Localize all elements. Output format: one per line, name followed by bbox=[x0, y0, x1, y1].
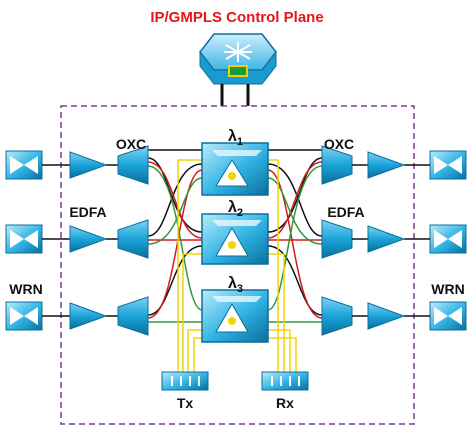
wavelength-switch-3 bbox=[201, 289, 269, 343]
rx-label: Rx bbox=[276, 395, 294, 411]
wavelength-switch-icon bbox=[201, 289, 269, 343]
multiplexer-icon bbox=[117, 296, 149, 336]
wrn-left-label: WRN bbox=[9, 281, 42, 297]
edfa-right-label: EDFA bbox=[327, 204, 364, 220]
add-drop-paths bbox=[177, 159, 297, 372]
amplifier-icon bbox=[69, 225, 108, 253]
left-amplifiers bbox=[69, 151, 118, 330]
switch-icon bbox=[429, 224, 467, 254]
transceiver-icon bbox=[261, 371, 309, 391]
page-title: IP/GMPLS Control Plane bbox=[150, 9, 323, 26]
right-client-ports bbox=[404, 150, 467, 331]
switch-icon bbox=[5, 301, 43, 331]
multiplexer-icon bbox=[321, 145, 353, 185]
wavelength-switch-icon bbox=[201, 213, 269, 265]
right-oxc-units bbox=[321, 145, 368, 336]
amplifier-icon bbox=[69, 151, 108, 179]
wavelength-switch-2 bbox=[201, 213, 269, 265]
lambda-2-label: λ2 bbox=[228, 199, 243, 219]
switch-icon bbox=[429, 301, 467, 331]
transceiver-icon bbox=[161, 371, 209, 391]
amplifier-icon bbox=[367, 302, 406, 330]
left-client-ports bbox=[5, 150, 70, 331]
lambda-3-label: λ3 bbox=[228, 275, 243, 295]
amplifier-icon bbox=[367, 151, 406, 179]
wavelength-switch-icon bbox=[201, 142, 269, 196]
router-icon bbox=[199, 33, 277, 85]
right-amplifiers bbox=[367, 151, 406, 330]
oxc-right-label: OXC bbox=[324, 136, 354, 152]
multiplexer-icon bbox=[321, 296, 353, 336]
left-oxc-units bbox=[117, 145, 149, 336]
wavelength-switch-1 bbox=[201, 142, 269, 196]
wrn-right-label: WRN bbox=[431, 281, 464, 297]
lambda-1-label: λ1 bbox=[228, 128, 243, 148]
multiplexer-icon bbox=[117, 145, 149, 185]
amplifier-icon bbox=[367, 225, 406, 253]
amplifier-icon bbox=[69, 302, 108, 330]
oxc-left-label: OXC bbox=[116, 136, 146, 152]
switch-icon bbox=[5, 150, 43, 180]
tx-label: Tx bbox=[177, 395, 194, 411]
rx-transceiver bbox=[261, 371, 309, 391]
network-boundary bbox=[60, 105, 415, 425]
tx-transceiver bbox=[161, 371, 209, 391]
switch-icon bbox=[5, 224, 43, 254]
fiber-paths bbox=[147, 149, 323, 323]
edfa-left-label: EDFA bbox=[69, 204, 106, 220]
multiplexer-icon bbox=[117, 219, 149, 259]
switch-icon bbox=[429, 150, 467, 180]
multiplexer-icon bbox=[321, 219, 353, 259]
